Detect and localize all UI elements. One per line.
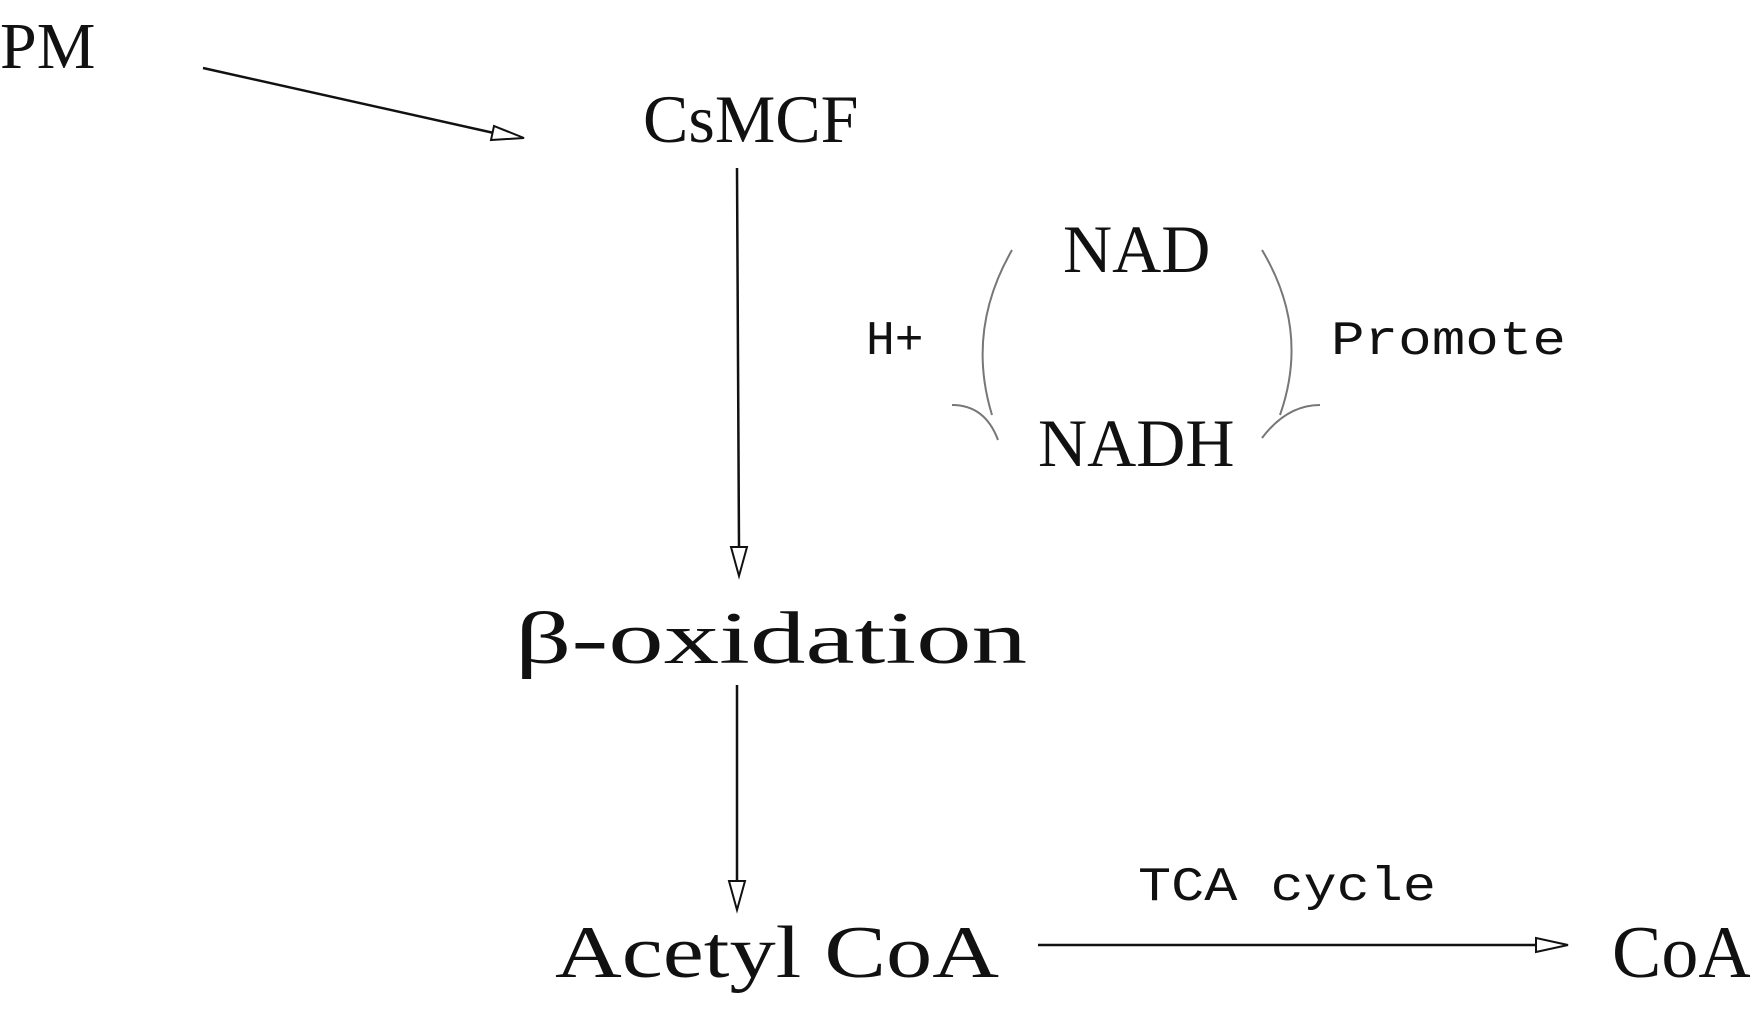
arrow-acetyl-coa-to-coa: [1038, 936, 1569, 954]
label-promote: Promote: [1331, 315, 1566, 369]
node-acetyl-coa: Acetyl CoA: [555, 912, 999, 994]
arrow-pm-to-csmcf: [202, 66, 525, 142]
node-csmcf: CsMCF: [643, 81, 858, 157]
curve-arrow-nad-to-nadh-right: [1261, 249, 1321, 439]
curve-arrow-nad-to-nadh-left: [951, 249, 1013, 441]
node-pm: PM: [0, 10, 95, 83]
arrow-csmcf-to-beta-oxidation: [729, 167, 749, 580]
node-coa: CoA: [1612, 912, 1750, 994]
arrow-beta-oxidation-to-acetyl-coa: [727, 685, 747, 914]
label-h-plus: H+: [866, 315, 924, 369]
node-nad: NAD: [1063, 211, 1210, 287]
node-nadh: NADH: [1038, 405, 1234, 481]
label-tca-cycle: TCA cycle: [1138, 861, 1436, 915]
node-beta-oxidation: β-oxidation: [515, 598, 1027, 680]
